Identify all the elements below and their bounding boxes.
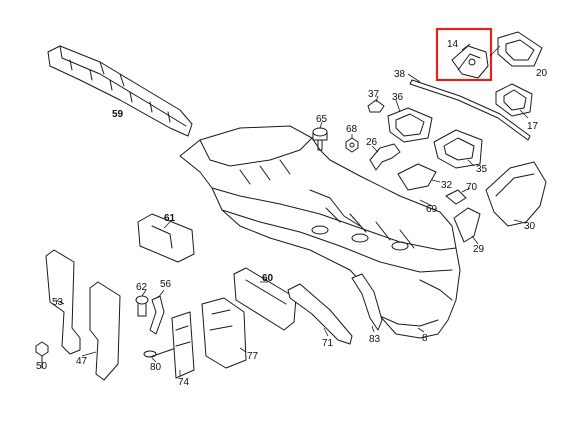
callout-62: 62 bbox=[136, 282, 148, 293]
part-62-bolt bbox=[135, 295, 149, 317]
callout-14: 14 bbox=[447, 39, 459, 50]
part-36-panel bbox=[387, 107, 433, 143]
callout-70: 70 bbox=[466, 182, 478, 193]
callout-labels: 14 20 38 17 59 37 36 65 68 26 35 32 70 6… bbox=[36, 39, 548, 388]
callout-50: 50 bbox=[36, 361, 48, 372]
part-80-screw bbox=[143, 347, 177, 358]
part-35-panel bbox=[433, 129, 483, 169]
callout-59: 59 bbox=[112, 109, 124, 120]
callout-29: 29 bbox=[473, 244, 485, 255]
callout-36: 36 bbox=[392, 92, 404, 103]
leader-lines bbox=[41, 43, 529, 376]
part-60-trim bbox=[233, 267, 297, 331]
part-61-bracket bbox=[137, 213, 195, 263]
callout-20: 20 bbox=[536, 68, 548, 79]
part-71-trim bbox=[287, 283, 353, 345]
callout-65: 65 bbox=[316, 114, 328, 125]
callout-17: 17 bbox=[527, 121, 539, 132]
part-59-support-beam bbox=[47, 45, 193, 137]
part-37-clip bbox=[367, 99, 385, 113]
callout-32: 32 bbox=[441, 180, 453, 191]
part-29-wedge bbox=[453, 207, 481, 243]
callout-35: 35 bbox=[476, 164, 488, 175]
part-main-bumper-cover bbox=[179, 125, 461, 339]
callout-71: 71 bbox=[322, 338, 334, 349]
part-53-bracket bbox=[45, 249, 81, 355]
part-38-strip bbox=[409, 79, 531, 141]
callout-56: 56 bbox=[160, 279, 172, 290]
callout-68: 68 bbox=[346, 124, 358, 135]
callout-61: 61 bbox=[164, 213, 176, 224]
callout-60: 60 bbox=[262, 273, 274, 284]
callout-8: 8 bbox=[422, 333, 428, 344]
part-30-side-trim bbox=[485, 161, 547, 227]
part-26-bracket bbox=[369, 143, 401, 171]
part-68-nut bbox=[345, 137, 359, 153]
callout-74: 74 bbox=[178, 377, 190, 388]
part-70-plate bbox=[445, 189, 467, 205]
callout-37: 37 bbox=[368, 89, 380, 100]
callout-38: 38 bbox=[394, 69, 406, 80]
part-32-plate bbox=[397, 163, 437, 191]
part-47-bracket bbox=[89, 281, 121, 381]
callout-47: 47 bbox=[76, 356, 88, 367]
part-50-bolt bbox=[35, 341, 49, 369]
callout-30: 30 bbox=[524, 221, 536, 232]
callout-80: 80 bbox=[150, 362, 162, 373]
callout-26: 26 bbox=[366, 137, 378, 148]
part-56-clip bbox=[149, 295, 165, 335]
part-74-plate bbox=[171, 311, 195, 379]
callout-77: 77 bbox=[247, 351, 259, 362]
part-20-frame bbox=[497, 31, 543, 67]
callout-53: 53 bbox=[52, 297, 64, 308]
part-17-frame bbox=[495, 83, 533, 117]
part-14-bracket bbox=[451, 45, 489, 79]
part-77-plate bbox=[201, 297, 247, 369]
callout-69: 69 bbox=[426, 204, 438, 215]
part-83-trim bbox=[351, 273, 383, 331]
part-65-bolt bbox=[312, 127, 328, 151]
callout-83: 83 bbox=[369, 334, 381, 345]
